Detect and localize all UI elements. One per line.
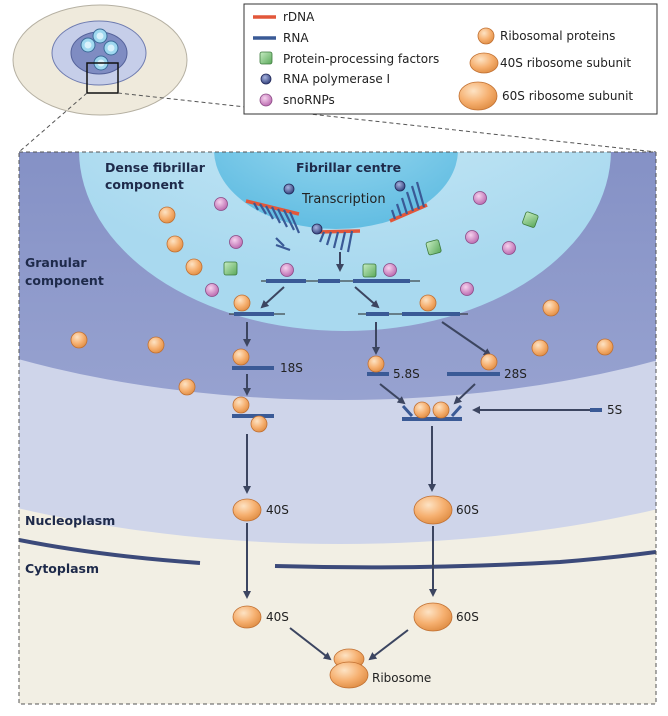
ribosomal-protein xyxy=(542,299,560,317)
legend-ribosomal-proteins-label: Ribosomal proteins xyxy=(500,29,615,43)
protein-processing-factor xyxy=(425,239,442,256)
polymerase-dot xyxy=(311,223,323,235)
nuclear-envelope-left xyxy=(19,538,201,565)
snornp xyxy=(214,197,228,211)
label-5-8s: 5.8S xyxy=(393,367,420,381)
ribosomal-protein xyxy=(178,378,196,396)
legend-60s-label: 60S ribosome subunit xyxy=(502,89,633,103)
transcription-unit-center xyxy=(275,229,361,253)
label-40s-nucleus: 40S xyxy=(266,503,289,517)
legend-protein-factor-swatch xyxy=(259,51,273,65)
ribosome-label: Ribosome xyxy=(372,671,431,685)
processing-pathway: 18S 5.8S 28S 5S 40S 60S xyxy=(229,252,622,689)
label-40s-cytoplasm: 40S xyxy=(266,610,289,624)
snornp xyxy=(460,282,474,296)
ribosomal-protein xyxy=(185,258,203,276)
legend-ribosomal-protein-swatch xyxy=(477,27,495,45)
fibrillar-centre-label: Fibrillar centre xyxy=(296,160,401,175)
cell-thumbnail xyxy=(12,4,657,153)
cytoplasm-label: Cytoplasm xyxy=(25,561,99,576)
nucleoplasm-label: Nucleoplasm xyxy=(25,513,115,528)
subunit-60s-nucleus xyxy=(413,495,453,525)
scattered-molecules xyxy=(70,180,614,396)
protein-processing-factor xyxy=(522,211,539,228)
legend-60s-swatch xyxy=(458,81,498,111)
nuclear-envelope-right xyxy=(274,550,656,570)
zoom-region-box xyxy=(86,62,119,94)
label-5s: 5S xyxy=(607,403,622,417)
legend-rdna-label: rDNA xyxy=(283,10,315,24)
legend-polymerase-swatch xyxy=(260,73,272,85)
snornp xyxy=(280,263,294,277)
granular-label-2: component xyxy=(25,273,104,288)
snornp xyxy=(465,230,479,244)
ribosomal-protein xyxy=(158,206,176,224)
transcription-unit-left xyxy=(245,199,301,234)
ribosomal-protein xyxy=(70,331,88,349)
granular-label: Granular xyxy=(25,255,87,270)
snornp xyxy=(229,235,243,249)
legend: rDNA RNA Protein-processing factors RNA … xyxy=(243,3,658,115)
subunit-40s-nucleus xyxy=(232,498,262,522)
label-60s-nucleus: 60S xyxy=(456,503,479,517)
protein-processing-factor xyxy=(223,261,238,276)
dense-fibrillar-label-2: component xyxy=(105,177,184,192)
label-60s-cytoplasm: 60S xyxy=(456,610,479,624)
label-18s: 18S xyxy=(280,361,303,375)
label-28s: 28S xyxy=(504,367,527,381)
snornp xyxy=(473,191,487,205)
legend-snornp-swatch xyxy=(259,93,273,107)
legend-rna-label: RNA xyxy=(283,31,309,45)
ribosomal-protein xyxy=(531,339,549,357)
legend-40s-label: 40S ribosome subunit xyxy=(500,56,631,70)
ribosomal-protein xyxy=(166,235,184,253)
ribosomal-protein xyxy=(596,338,614,356)
ribosome-large-subunit xyxy=(329,661,369,689)
snornp xyxy=(205,283,219,297)
snornp xyxy=(502,241,516,255)
legend-polymerase-label: RNA polymerase I xyxy=(283,72,390,86)
legend-protein-factors-label: Protein-processing factors xyxy=(283,52,439,66)
transcription-unit-right xyxy=(389,181,428,223)
polymerase-dot xyxy=(394,180,406,192)
subunit-40s-cytoplasm xyxy=(232,605,262,629)
dense-fibrillar-label: Dense fibrillar xyxy=(105,160,206,175)
legend-40s-swatch xyxy=(469,52,499,74)
main-panel-border xyxy=(18,151,657,705)
polymerase-dot xyxy=(283,183,295,195)
protein-processing-factor xyxy=(362,263,377,278)
snornp xyxy=(383,263,397,277)
transcription-label: Transcription xyxy=(301,192,386,207)
subunit-60s-cytoplasm xyxy=(413,602,453,632)
legend-snornps-label: snoRNPs xyxy=(283,93,335,107)
ribosomal-protein xyxy=(147,336,165,354)
